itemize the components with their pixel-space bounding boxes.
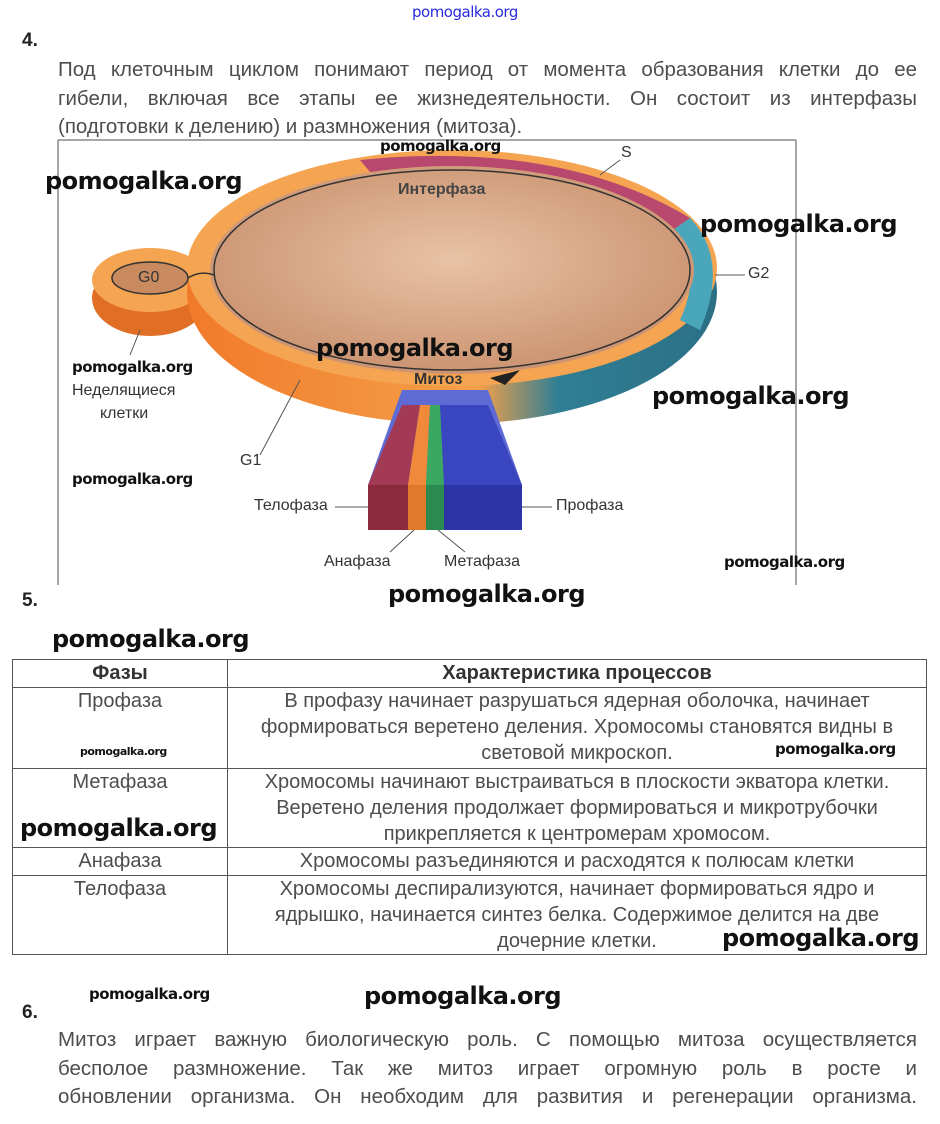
- label-g2: G2: [748, 265, 770, 282]
- label-telophase: Телофаза: [254, 497, 328, 514]
- table-row: Телофаза Хромосомы деспирализуются, начи…: [12, 875, 927, 955]
- phase-description: Хромосомы разъединяются и расходятся к п…: [227, 847, 927, 876]
- label-prophase: Профаза: [556, 497, 624, 514]
- watermark[interactable]: pomogalka.org: [724, 553, 845, 571]
- table-row: Анафаза Хромосомы разъединяются и расход…: [12, 847, 927, 876]
- cell-cycle-illustration: [57, 139, 797, 585]
- label-cells: клетки: [100, 405, 149, 422]
- label-anaphase: Анафаза: [324, 553, 391, 570]
- q4-line: гибели, включая все этапы ее жизнедеятел…: [58, 86, 917, 110]
- question-number-6: 6.: [22, 1002, 38, 1023]
- phase-description: Хромосомы начинают выстраиваться в плоск…: [227, 768, 927, 848]
- watermark[interactable]: pomogalka.org: [364, 982, 562, 1010]
- watermark[interactable]: pomogalka.org: [775, 740, 896, 758]
- watermark[interactable]: pomogalka.org: [89, 985, 210, 1003]
- question-number-5: 5.: [22, 590, 38, 611]
- watermark[interactable]: pomogalka.org: [72, 470, 193, 488]
- question-number-4: 4.: [22, 30, 38, 51]
- q4-paragraph: Под клеточным циклом понимают период от …: [58, 56, 917, 142]
- label-metaphase: Метафаза: [444, 553, 521, 570]
- table-header-description: Характеристика процессов: [227, 659, 927, 688]
- q6-line: бесполое размножение. Так же митоз играе…: [58, 1056, 917, 1080]
- cell-cycle-diagram: S Интерфаза G2 G0 Неделящиеся клетки Мит…: [57, 139, 797, 585]
- mitosis-phases-table: Фазы Характеристика процессов Профаза В …: [12, 659, 927, 955]
- q4-line: Под клеточным циклом понимают период от …: [58, 58, 917, 81]
- phase-name: Телофаза: [12, 875, 228, 955]
- table-header-phases: Фазы: [12, 659, 228, 688]
- watermark[interactable]: pomogalka.org: [20, 814, 218, 842]
- q6-paragraph: Митоз играет важную биологическую роль. …: [58, 1026, 917, 1112]
- watermark[interactable]: pomogalka.org: [722, 924, 920, 952]
- watermark[interactable]: pomogalka.org: [45, 167, 243, 195]
- watermark[interactable]: pomogalka.org: [700, 210, 898, 238]
- table-row: Профаза В профазу начинает разрушаться я…: [12, 687, 927, 769]
- watermark[interactable]: pomogalka.org: [52, 625, 250, 653]
- q6-line: обновлении организма. Он необходим для р…: [58, 1085, 917, 1108]
- label-mitosis: Митоз: [414, 371, 463, 388]
- phase-name: Профаза: [12, 687, 228, 769]
- q4-line: (подготовки к делению) и размножения (ми…: [58, 115, 523, 138]
- watermark[interactable]: pomogalka.org: [72, 358, 193, 376]
- label-nondividing: Неделящиеся: [72, 382, 176, 399]
- watermark[interactable]: pomogalka.org: [316, 334, 514, 362]
- watermark[interactable]: pomogalka.org: [652, 382, 850, 410]
- q6-line: Митоз играет важную биологическую роль. …: [58, 1028, 917, 1051]
- phase-description: В профазу начинает разрушаться ядерная о…: [227, 687, 927, 769]
- label-g1: G1: [240, 452, 262, 469]
- watermark[interactable]: pomogalka.org: [380, 137, 501, 155]
- label-g0: G0: [138, 269, 160, 286]
- watermark[interactable]: pomogalka.org: [388, 580, 586, 608]
- table-row: Метафаза Хромосомы начинают выстраиватьс…: [12, 768, 927, 848]
- watermark-top[interactable]: pomogalka.org: [412, 3, 518, 21]
- phase-name: Анафаза: [12, 847, 228, 876]
- watermark[interactable]: pomogalka.org: [80, 745, 167, 758]
- phase-description: Хромосомы деспирализуются, начинает форм…: [227, 875, 927, 955]
- label-s: S: [621, 144, 632, 161]
- label-interphase: Интерфаза: [398, 181, 486, 198]
